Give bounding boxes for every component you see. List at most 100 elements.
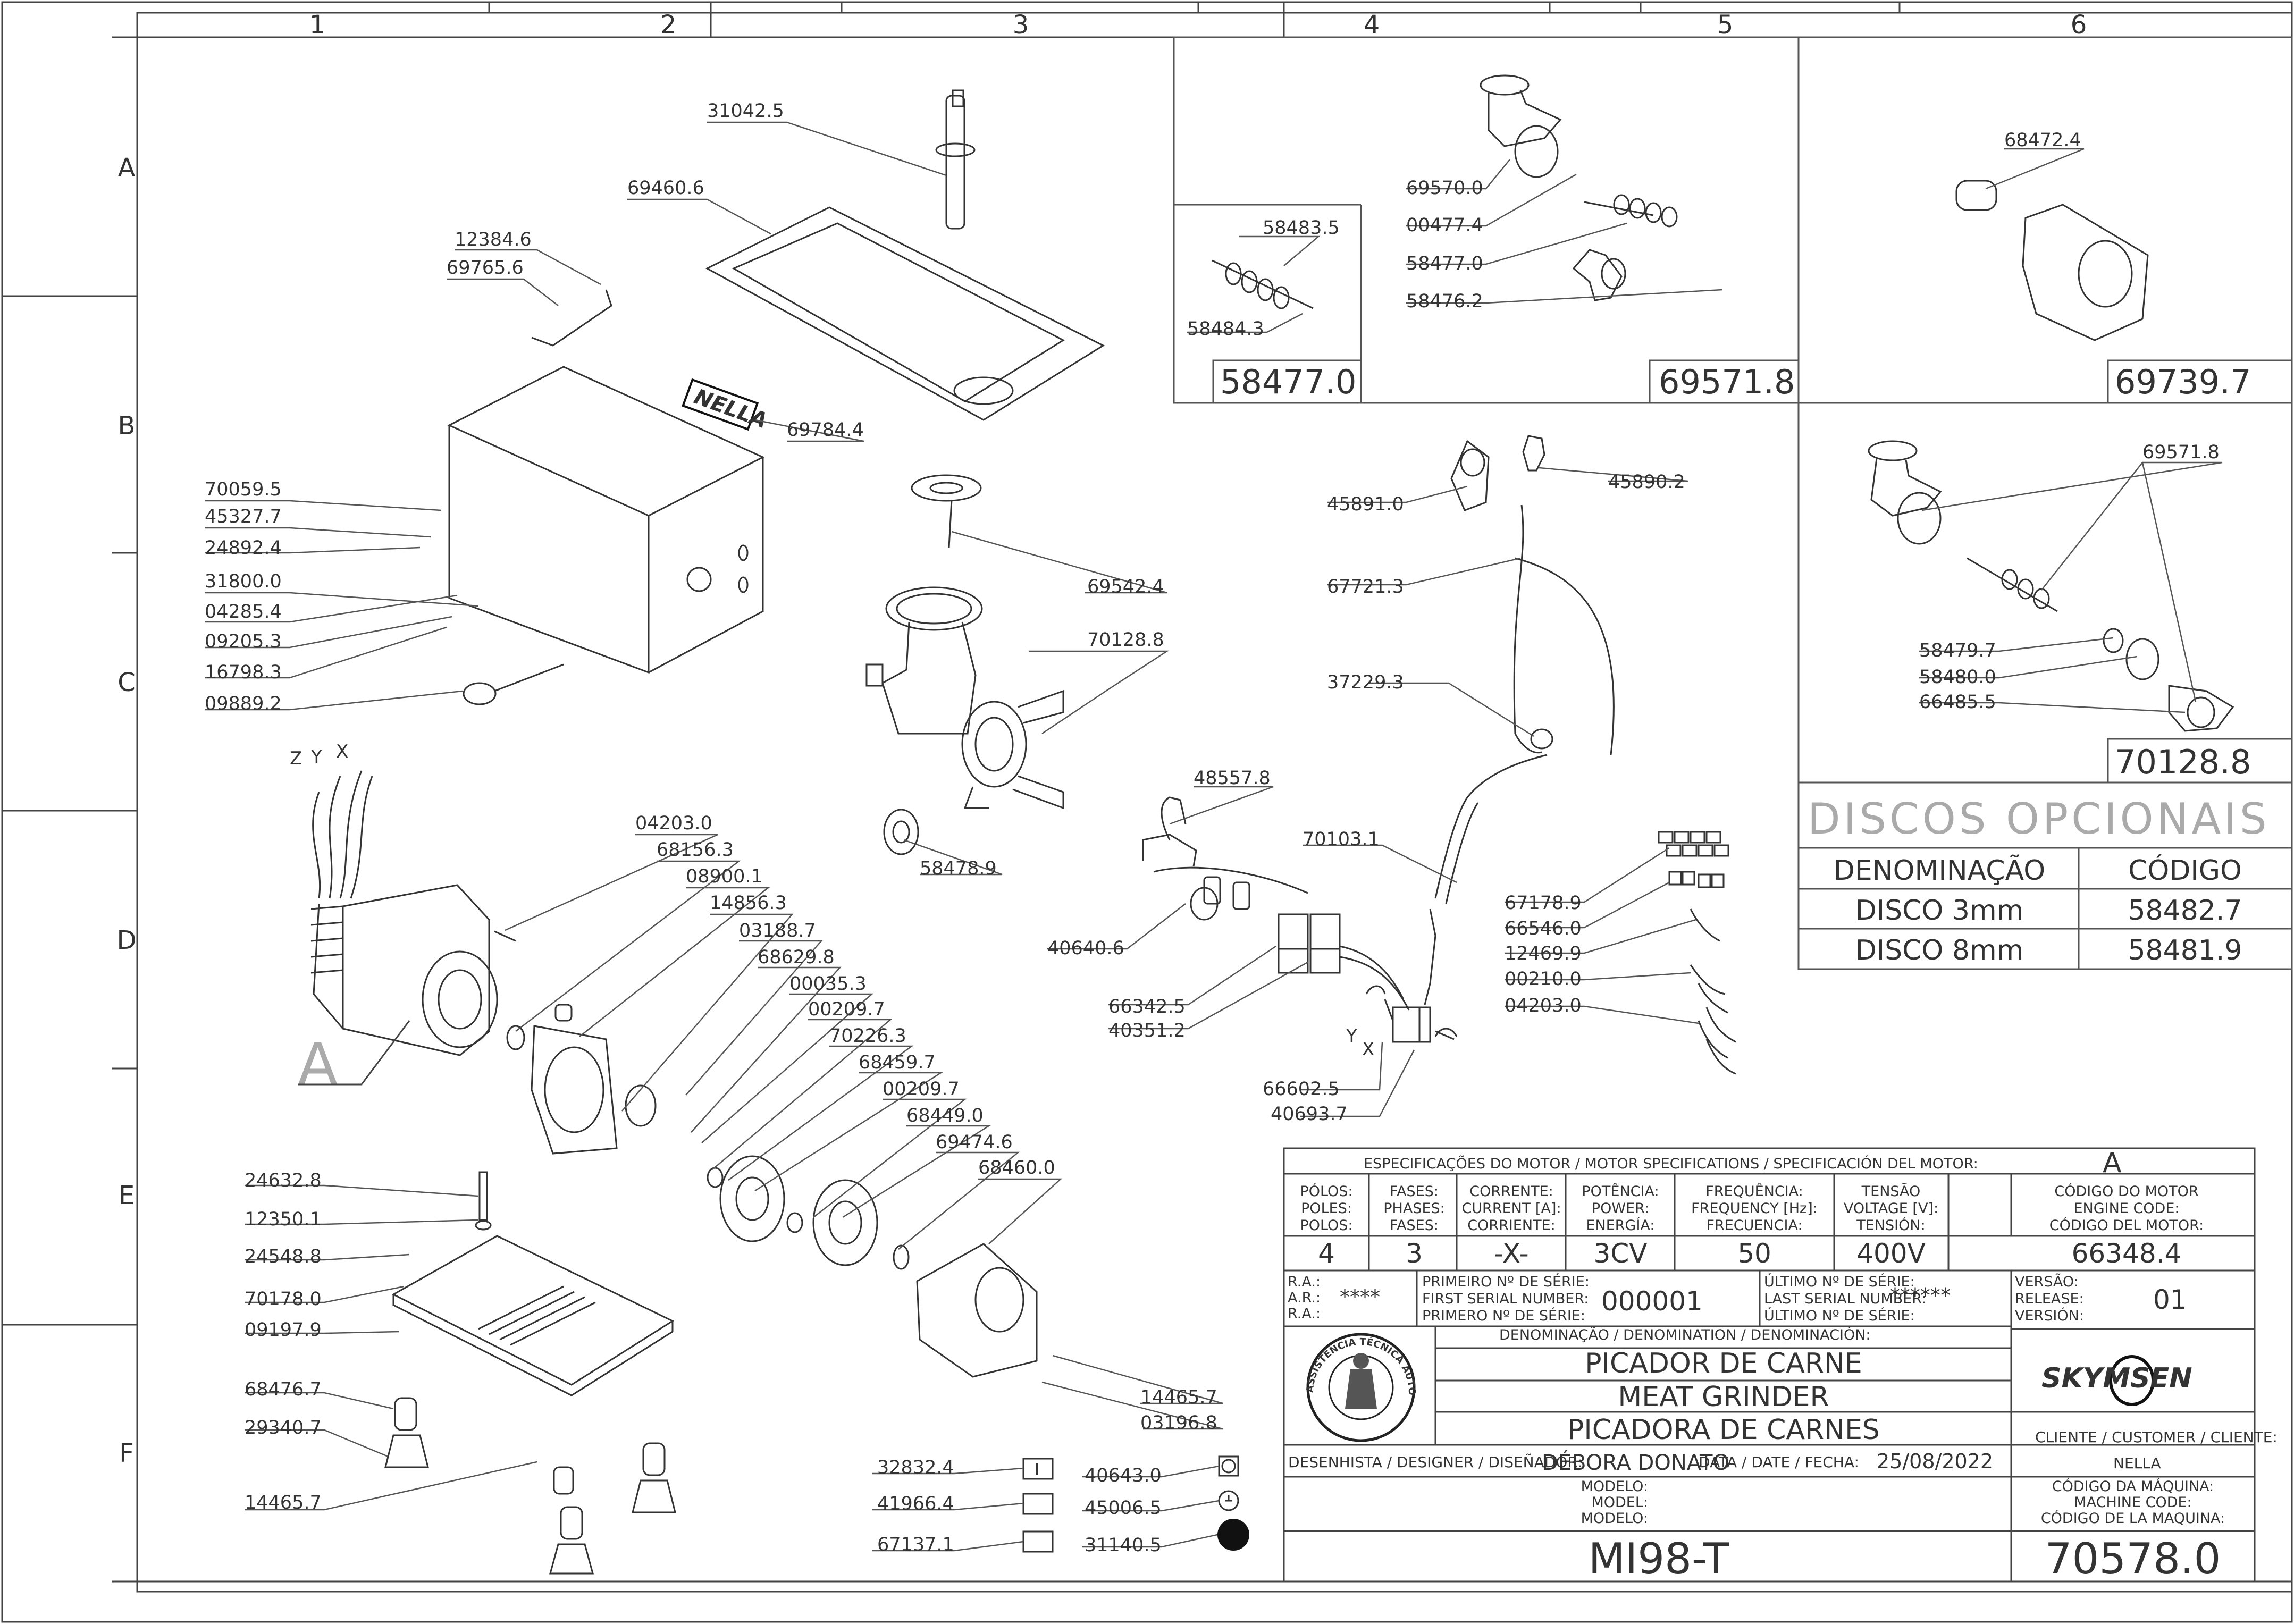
detail-box-housing bbox=[1797, 36, 2293, 404]
part-66602-5[interactable]: 66602.5 bbox=[1263, 1079, 1340, 1100]
part-48557-8[interactable]: 48557.8 bbox=[1194, 768, 1271, 789]
part-14465-7[interactable]: 14465.7 bbox=[245, 1492, 322, 1513]
part-29340-7[interactable]: 29340.7 bbox=[245, 1417, 322, 1438]
part-40351-2[interactable]: 40351.2 bbox=[1108, 1020, 1186, 1041]
part-41966-4[interactable]: 41966.4 bbox=[877, 1493, 954, 1514]
version-label-pt: VERSÃO: bbox=[2015, 1273, 2079, 1290]
part-31800-0[interactable]: 31800.0 bbox=[205, 571, 282, 592]
part-66342-5[interactable]: 66342.5 bbox=[1108, 996, 1186, 1017]
part-67178-9[interactable]: 67178.9 bbox=[1505, 893, 1582, 914]
part-67721-3[interactable]: 67721.3 bbox=[1327, 576, 1404, 598]
part-12350-1[interactable]: 12350.1 bbox=[245, 1209, 322, 1230]
axis-x: X bbox=[336, 741, 348, 762]
hdr-volt-es: TENSIÓN: bbox=[1856, 1217, 1925, 1234]
part-69765-6[interactable]: 69765.6 bbox=[447, 257, 524, 279]
part-00035-3[interactable]: 00035.3 bbox=[789, 973, 867, 995]
part-09205-3[interactable]: 09205.3 bbox=[205, 631, 282, 652]
part-14465-7-b[interactable]: 14465.7 bbox=[1140, 1387, 1217, 1408]
part-12469-9[interactable]: 12469.9 bbox=[1505, 943, 1582, 964]
part-68476-7[interactable]: 68476.7 bbox=[245, 1379, 322, 1400]
part-66546-0[interactable]: 66546.0 bbox=[1505, 918, 1582, 939]
last-serial-value: ****** bbox=[1890, 1284, 1951, 1307]
part-04285-4[interactable]: 04285.4 bbox=[205, 601, 282, 622]
grid-row-f: F bbox=[119, 1438, 134, 1468]
part-69571-8[interactable]: 69571.8 bbox=[2142, 442, 2220, 463]
part-00209-7-b[interactable]: 00209.7 bbox=[883, 1079, 960, 1100]
part-58480-0[interactable]: 58480.0 bbox=[1919, 667, 1996, 688]
part-04203-0[interactable]: 04203.0 bbox=[635, 813, 712, 834]
part-58478-9[interactable]: 58478.9 bbox=[920, 858, 997, 879]
part-00210-0[interactable]: 00210.0 bbox=[1505, 969, 1582, 990]
part-12384-6[interactable]: 12384.6 bbox=[455, 229, 532, 250]
part-24892-4[interactable]: 24892.4 bbox=[205, 537, 282, 559]
ra-value: **** bbox=[1340, 1285, 1380, 1309]
part-45006-5[interactable]: 45006.5 bbox=[1085, 1497, 1162, 1519]
val-frequency: 50 bbox=[1737, 1238, 1771, 1269]
part-58479-7[interactable]: 58479.7 bbox=[1919, 640, 1996, 661]
part-70226-3[interactable]: 70226.3 bbox=[829, 1025, 906, 1047]
part-14856-3[interactable]: 14856.3 bbox=[710, 893, 787, 914]
part-68460-0[interactable]: 68460.0 bbox=[978, 1157, 1055, 1179]
part-45891-0[interactable]: 45891.0 bbox=[1327, 494, 1404, 515]
part-68459-7[interactable]: 68459.7 bbox=[859, 1052, 936, 1073]
part-24548-8[interactable]: 24548.8 bbox=[245, 1246, 322, 1267]
grid-col-4: 4 bbox=[1364, 10, 1380, 40]
part-37229-3[interactable]: 37229.3 bbox=[1327, 672, 1404, 693]
part-45890-2[interactable]: 45890.2 bbox=[1608, 472, 1685, 493]
axis-y: Y bbox=[310, 746, 322, 768]
hdr-freq-pt: FREQUÊNCIA: bbox=[1705, 1183, 1803, 1200]
designer-label: DESENHISTA / DESIGNER / DISEÑADOR: bbox=[1288, 1453, 1582, 1471]
part-68449-0[interactable]: 68449.0 bbox=[906, 1105, 984, 1126]
part-24632-8[interactable]: 24632.8 bbox=[245, 1170, 322, 1191]
part-67137-1[interactable]: 67137.1 bbox=[877, 1534, 954, 1555]
part-31140-5[interactable]: 31140.5 bbox=[1085, 1535, 1162, 1556]
part-68472-4[interactable]: 68472.4 bbox=[2004, 130, 2081, 151]
part-45327-7[interactable]: 45327.7 bbox=[205, 506, 282, 527]
part-40640-6[interactable]: 40640.6 bbox=[1047, 938, 1124, 959]
part-16798-3[interactable]: 16798.3 bbox=[205, 662, 282, 683]
version-value: 01 bbox=[2153, 1284, 2187, 1315]
part-32832-4[interactable]: 32832.4 bbox=[877, 1457, 954, 1478]
part-58477-0[interactable]: 58477.0 bbox=[1406, 253, 1483, 274]
part-04203-0-b[interactable]: 04203.0 bbox=[1505, 995, 1582, 1016]
part-09889-2[interactable]: 09889.2 bbox=[205, 693, 282, 714]
part-69570-0[interactable]: 69570.0 bbox=[1406, 178, 1483, 199]
part-69474-6[interactable]: 69474.6 bbox=[936, 1132, 1013, 1153]
part-68156-3[interactable]: 68156.3 bbox=[657, 839, 734, 861]
motor-detail-letter: A bbox=[298, 1030, 338, 1098]
designer-value: DÉBORA DONATO bbox=[1542, 1450, 1729, 1475]
model-label-es: MODELO: bbox=[1581, 1510, 1648, 1527]
part-58483-5[interactable]: 58483.5 bbox=[1263, 217, 1340, 239]
grid-row-c: C bbox=[117, 668, 136, 697]
part-40643-0[interactable]: 40643.0 bbox=[1085, 1465, 1162, 1486]
part-70103-1[interactable]: 70103.1 bbox=[1303, 829, 1380, 850]
part-68629-8[interactable]: 68629.8 bbox=[758, 947, 835, 968]
part-69542-4[interactable]: 69542.4 bbox=[1087, 576, 1164, 598]
part-40693-7[interactable]: 40693.7 bbox=[1271, 1104, 1348, 1125]
part-00209-7[interactable]: 00209.7 bbox=[808, 999, 885, 1020]
part-09197-9[interactable]: 09197.9 bbox=[245, 1319, 322, 1341]
part-08900-1[interactable]: 08900.1 bbox=[686, 866, 763, 887]
part-70178-0[interactable]: 70178.0 bbox=[245, 1289, 322, 1310]
discs-table-title: DISCOS OPCIONAIS bbox=[1808, 794, 2270, 844]
part-69784-4[interactable]: 69784.4 bbox=[787, 419, 864, 441]
part-00477-4[interactable]: 00477.4 bbox=[1406, 215, 1483, 236]
part-70059-5[interactable]: 70059.5 bbox=[205, 479, 282, 500]
grid-row-a: A bbox=[118, 153, 136, 183]
part-69460-6[interactable]: 69460.6 bbox=[627, 178, 704, 199]
val-phases: 3 bbox=[1406, 1238, 1423, 1269]
part-58476-2[interactable]: 58476.2 bbox=[1406, 291, 1483, 312]
disc-code-1: 58482.7 bbox=[2128, 895, 2242, 927]
last-serial-label-pt: ÚLTIMO Nº DE SÉRIE: bbox=[1764, 1273, 1915, 1290]
customer-value: NELLA bbox=[2113, 1454, 2161, 1472]
hdr-power-en: POWER: bbox=[1592, 1200, 1649, 1217]
part-70128-8[interactable]: 70128.8 bbox=[1087, 629, 1164, 651]
part-58484-3[interactable]: 58484.3 bbox=[1187, 318, 1264, 340]
name-en: MEAT GRINDER bbox=[1618, 1381, 1829, 1413]
part-03188-7[interactable]: 03188.7 bbox=[739, 920, 816, 941]
callout-leaders bbox=[205, 121, 2223, 1552]
part-31042-5[interactable]: 31042.5 bbox=[707, 100, 784, 122]
last-serial-label-es: ÚLTIMO Nº DE SÉRIE: bbox=[1764, 1307, 1915, 1324]
part-03196-8[interactable]: 03196.8 bbox=[1140, 1412, 1217, 1434]
part-66485-5[interactable]: 66485.5 bbox=[1919, 692, 1996, 713]
